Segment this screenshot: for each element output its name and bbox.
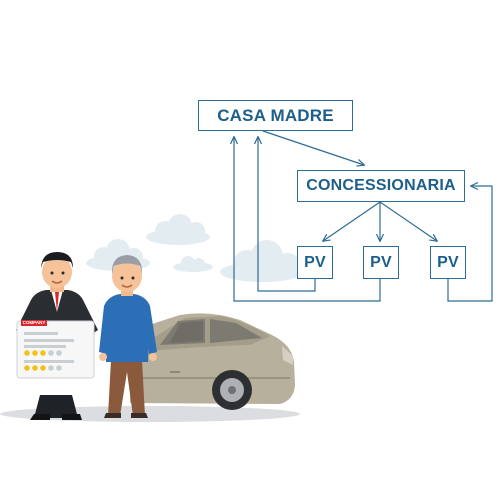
rating-dot-1-5 bbox=[56, 350, 62, 356]
rating-dot-2-4 bbox=[48, 365, 54, 371]
diagram-connectors bbox=[234, 130, 493, 302]
review-card bbox=[16, 320, 95, 379]
head-office-node: CASA MADRE bbox=[198, 100, 353, 131]
edge-pv1-to-casa bbox=[258, 137, 316, 292]
rating-stars bbox=[24, 350, 62, 371]
cloud-left bbox=[146, 214, 210, 245]
rating-dot-1-1 bbox=[24, 350, 30, 356]
edge-concessionaria-to-pv3 bbox=[379, 201, 437, 241]
car bbox=[130, 313, 295, 410]
rating-dot-2-1 bbox=[24, 365, 30, 371]
point-of-sale-node-1: PV bbox=[297, 246, 333, 279]
rating-dot-1-2 bbox=[32, 350, 38, 356]
cloud-right bbox=[220, 240, 304, 282]
rating-dot-1-3 bbox=[40, 350, 46, 356]
edge-pv2-to-casa bbox=[234, 137, 381, 302]
rating-dot-1-4 bbox=[48, 350, 54, 356]
cloud-small bbox=[173, 256, 213, 272]
rating-dot-2-5 bbox=[56, 365, 62, 371]
dealership-node: CONCESSIONARIA bbox=[297, 170, 465, 202]
edge-casa-to-concessionaria bbox=[262, 130, 364, 165]
edge-pv3-to-concessionaria bbox=[447, 186, 493, 302]
customer bbox=[99, 255, 157, 418]
point-of-sale-node-3: PV bbox=[430, 246, 466, 279]
point-of-sale-node-2: PV bbox=[363, 246, 399, 279]
rating-dot-2-3 bbox=[40, 365, 46, 371]
rating-dot-2-2 bbox=[32, 365, 38, 371]
card-brand-label: COMPANY bbox=[21, 320, 47, 326]
edge-concessionaria-to-pv1 bbox=[323, 201, 381, 241]
